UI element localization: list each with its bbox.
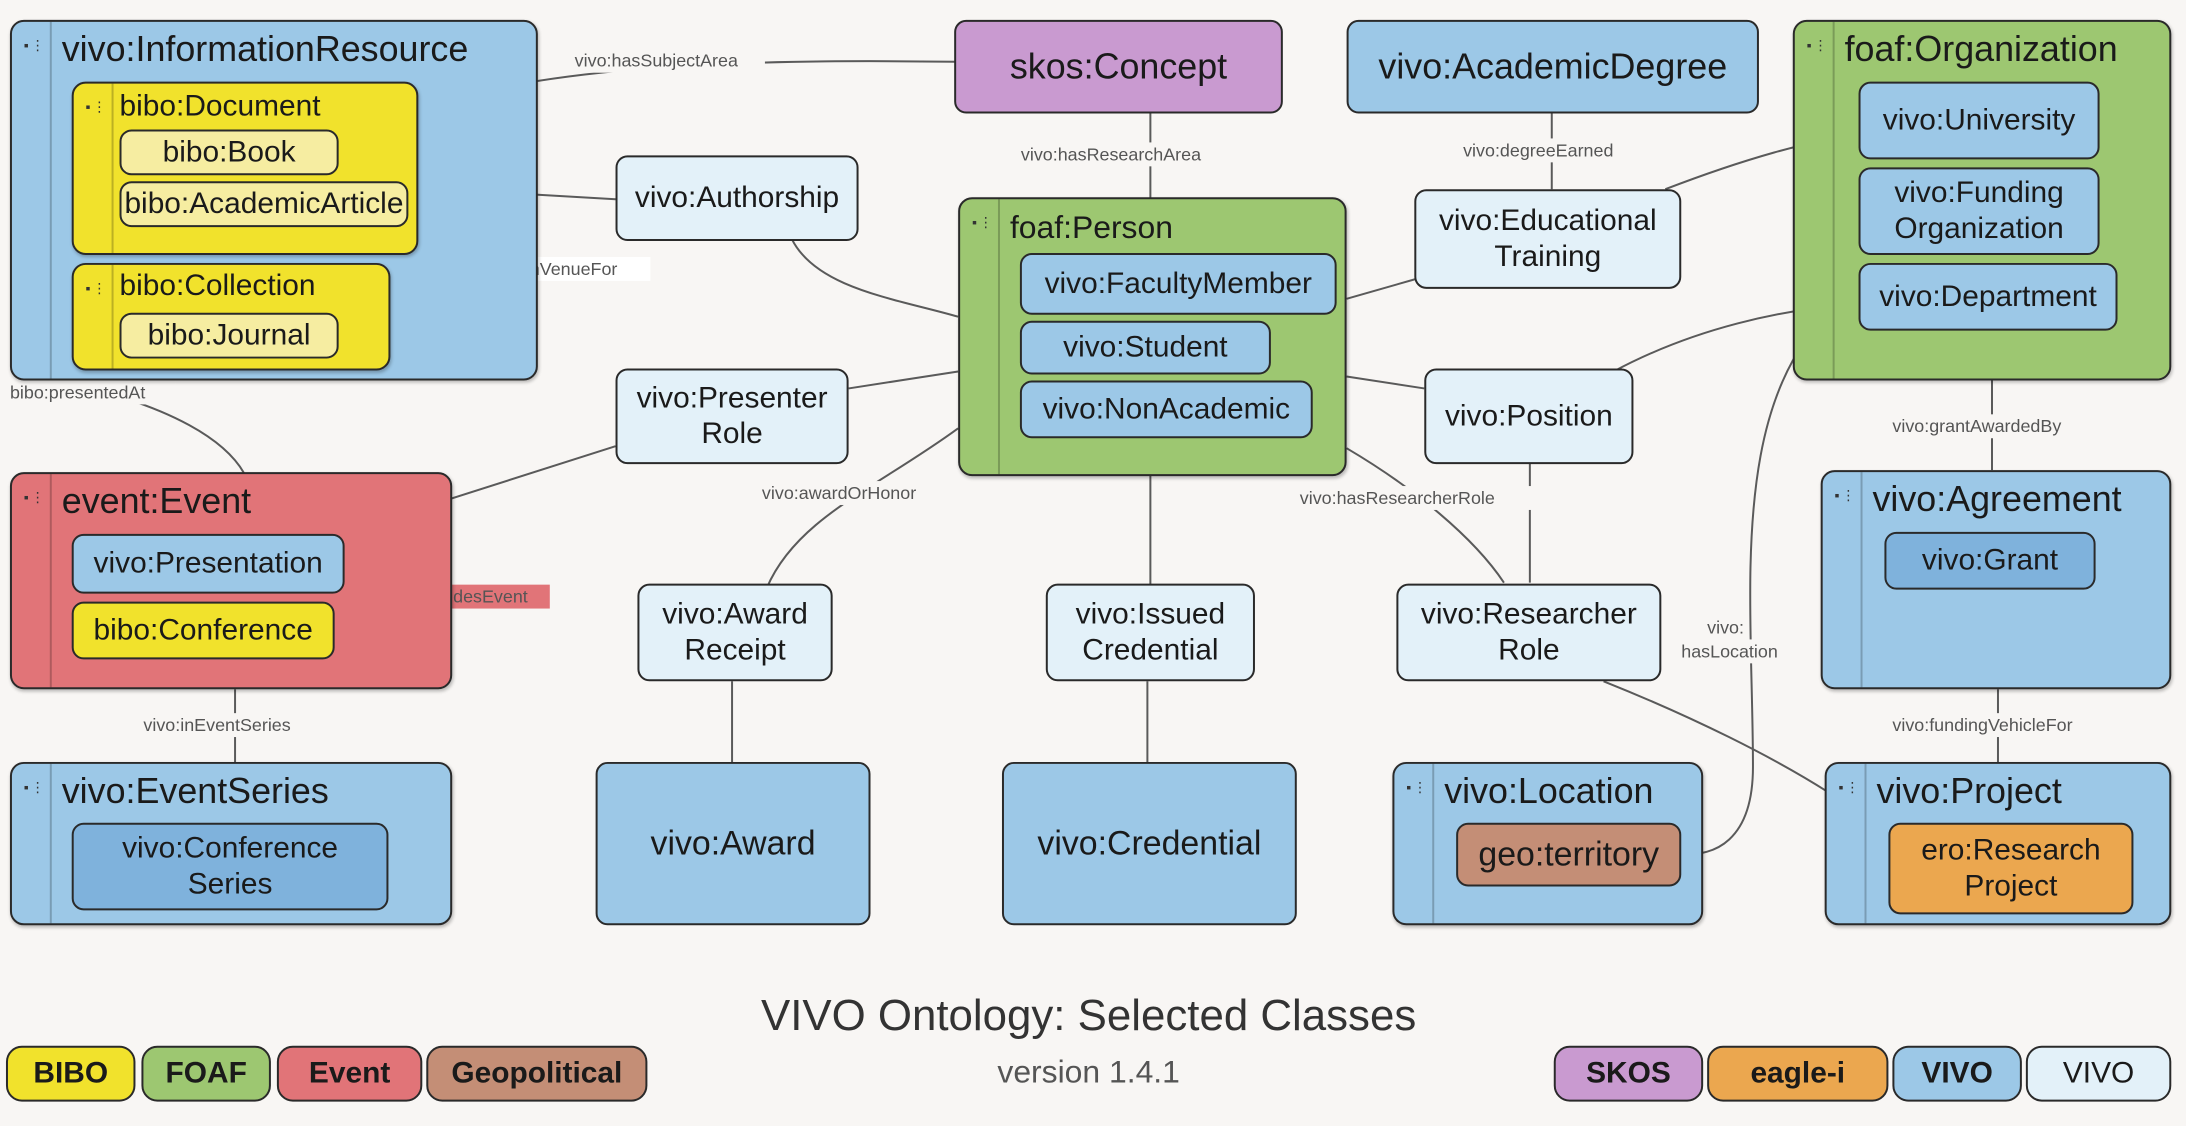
- label-degree-earned: vivo:degreeEarned: [1463, 140, 1613, 160]
- node-bibo-journal: bibo:Journal: [119, 312, 339, 359]
- group-handle: ▪ ⋮: [74, 264, 114, 369]
- legend-vivo: VIVO: [1892, 1045, 2022, 1102]
- grip-icon: ▪ ⋮: [1806, 36, 1828, 53]
- group-handle: ▪ ⋮: [12, 21, 52, 379]
- node-geo-territory: geo:territory: [1456, 822, 1682, 887]
- group-handle: ▪ ⋮: [74, 83, 114, 253]
- label-has-subject-area: vivo:hasSubjectArea: [575, 51, 738, 71]
- node-ero-research-project: ero:Research Project: [1888, 822, 2134, 915]
- edge-researcher-project: [1603, 680, 1829, 793]
- group-handle: ▪ ⋮: [12, 763, 52, 924]
- group-handle: ▪ ⋮: [1827, 763, 1867, 924]
- grip-icon: ▪ ⋮: [23, 489, 45, 505]
- node-credential: vivo:Credential: [1001, 761, 1297, 926]
- group-title: vivo:Agreement: [1872, 478, 2122, 519]
- legend-bibo: BIBO: [5, 1045, 136, 1102]
- node-issued-credential: vivo:Issued Credential: [1045, 583, 1255, 682]
- diagram-title: VIVO Ontology: Selected Classes: [761, 991, 1417, 1040]
- group-handle: ▪ ⋮: [1823, 472, 1863, 688]
- grip-icon: ▪ ⋮: [85, 98, 107, 115]
- label-presented-at: bibo:presentedAt: [10, 382, 145, 402]
- node-position: vivo:Position: [1424, 368, 1634, 465]
- group-title: vivo:Project: [1876, 769, 2062, 811]
- node-vivo-presentation: vivo:Presentation: [71, 533, 345, 594]
- grip-icon: ▪ ⋮: [1834, 487, 1856, 503]
- node-researcher-role: vivo:Researcher Role: [1396, 583, 1662, 682]
- legend-foaf: FOAF: [141, 1045, 271, 1102]
- label-funding-vehicle-for: vivo:fundingVehicleFor: [1892, 715, 2072, 735]
- grip-icon: ▪ ⋮: [1838, 778, 1860, 795]
- edge-person-edu: [1346, 277, 1417, 300]
- grip-icon: ▪ ⋮: [23, 36, 45, 53]
- node-educational-training: vivo:Educational Training: [1414, 189, 1682, 289]
- node-vivo-student: vivo:Student: [1019, 320, 1271, 375]
- node-vivo-non-academic: vivo:NonAcademic: [1019, 380, 1313, 439]
- legend-geopolitical: Geopolitical: [426, 1045, 648, 1102]
- node-vivo-department: vivo:Department: [1858, 262, 2118, 331]
- group-title: bibo:Collection: [119, 268, 316, 302]
- node-bibo-conference: bibo:Conference: [71, 601, 335, 660]
- grip-icon: ▪ ⋮: [1406, 778, 1427, 795]
- grip-icon: ▪ ⋮: [23, 778, 45, 795]
- node-vivo-grant: vivo:Grant: [1884, 531, 2096, 590]
- node-vivo-university: vivo:University: [1858, 81, 2100, 160]
- location-group: ▪ ⋮ vivo:Location: [1392, 761, 1704, 926]
- group-title: vivo:Location: [1444, 769, 1654, 811]
- grip-icon: ▪ ⋮: [972, 214, 993, 231]
- group-handle: ▪ ⋮: [1795, 21, 1835, 379]
- label-award-or-honor: vivo:awardOrHonor: [762, 483, 916, 503]
- edge-authorship-person: [790, 238, 959, 318]
- edge-has-location: [1683, 288, 1860, 855]
- node-bibo-book: bibo:Book: [119, 129, 339, 176]
- group-title: foaf:Organization: [1844, 27, 2118, 69]
- group-handle: ▪ ⋮: [960, 199, 1000, 475]
- edge-presenter-person: [848, 370, 959, 390]
- label-has-location-1: vivo:: [1707, 617, 1744, 637]
- label-has-research-area: vivo:hasResearchArea: [1021, 144, 1201, 164]
- edge-person-researcher: [1346, 447, 1505, 584]
- node-vivo-funding-organization: vivo:Funding Organization: [1858, 167, 2100, 255]
- node-vivo-faculty-member: vivo:FacultyMember: [1019, 252, 1337, 315]
- node-bibo-academic-article: bibo:AcademicArticle: [119, 181, 409, 228]
- node-presenter-role: vivo:Presenter Role: [615, 368, 849, 465]
- legend-event: Event: [276, 1045, 423, 1102]
- legend-vivo-light: VIVO: [2025, 1045, 2172, 1102]
- legend-skos: SKOS: [1553, 1045, 1704, 1102]
- node-award-receipt: vivo:Award Receipt: [637, 583, 833, 682]
- node-authorship: vivo:Authorship: [615, 155, 859, 242]
- label-grant-awarded-by: vivo:grantAwardedBy: [1892, 416, 2061, 436]
- grip-icon: ▪ ⋮: [85, 279, 107, 296]
- node-vivo-conference-series: vivo:Conference Series: [71, 822, 389, 911]
- group-title: event:Event: [61, 480, 252, 521]
- node-award: vivo:Award: [595, 761, 871, 926]
- label-in-event-series: vivo:inEventSeries: [143, 715, 290, 735]
- edge-person-position: [1346, 375, 1425, 390]
- label-has-researcher-role: vivo:hasResearcherRole: [1300, 488, 1495, 508]
- node-skos-concept: skos:Concept: [954, 19, 1283, 114]
- legend-eagle-i: eagle-i: [1707, 1045, 1889, 1102]
- group-handle: ▪ ⋮: [12, 474, 52, 688]
- node-academic-degree: vivo:AcademicDegree: [1346, 19, 1759, 114]
- group-title: vivo:EventSeries: [61, 769, 329, 811]
- group-handle: ▪ ⋮: [1394, 763, 1435, 924]
- group-title: foaf:Person: [1009, 209, 1173, 246]
- label-has-location-2: hasLocation: [1681, 641, 1778, 661]
- group-title: bibo:Document: [119, 89, 321, 123]
- diagram-version: version 1.4.1: [997, 1053, 1180, 1090]
- group-title: vivo:InformationResource: [61, 27, 469, 69]
